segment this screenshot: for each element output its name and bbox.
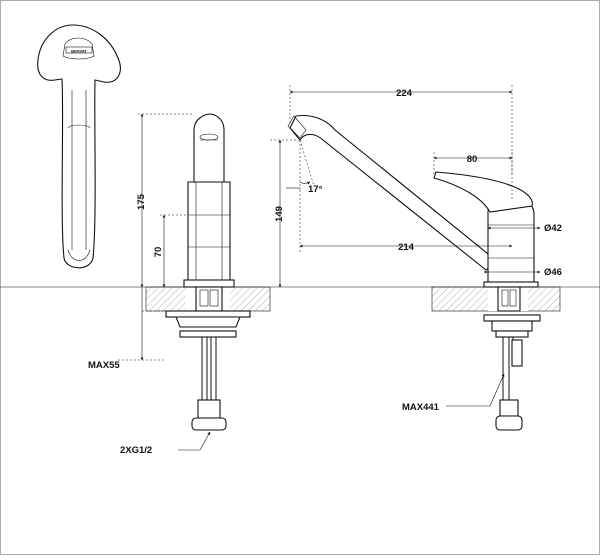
top-view-handle: BRAVAT [37, 24, 121, 269]
dia-42-label: Ø42 [544, 223, 562, 234]
side-view-faucet: 224 80 149 17° 214 Ø42 Ø46 MAX441 [270, 85, 562, 431]
max441-label: MAX441 [402, 402, 440, 413]
thread-label: 2XG1/2 [120, 445, 152, 456]
dia-46-label: Ø46 [544, 267, 562, 278]
brand-plate [65, 46, 93, 54]
dim-175-label: 175 [136, 193, 147, 210]
dim-80-label: 80 [467, 154, 478, 165]
angle-17-label: 17° [308, 184, 323, 195]
dim-70-label: 70 [153, 247, 164, 258]
dim-214-label: 214 [398, 242, 415, 253]
max55-label: MAX55 [88, 360, 120, 371]
front-view-faucet: 175 70 MAX55 2XG1/2 [88, 113, 271, 456]
dim-149-label: 149 [274, 206, 285, 222]
dim-224-label: 224 [396, 88, 413, 99]
brand-label: BRAVAT [71, 49, 87, 54]
